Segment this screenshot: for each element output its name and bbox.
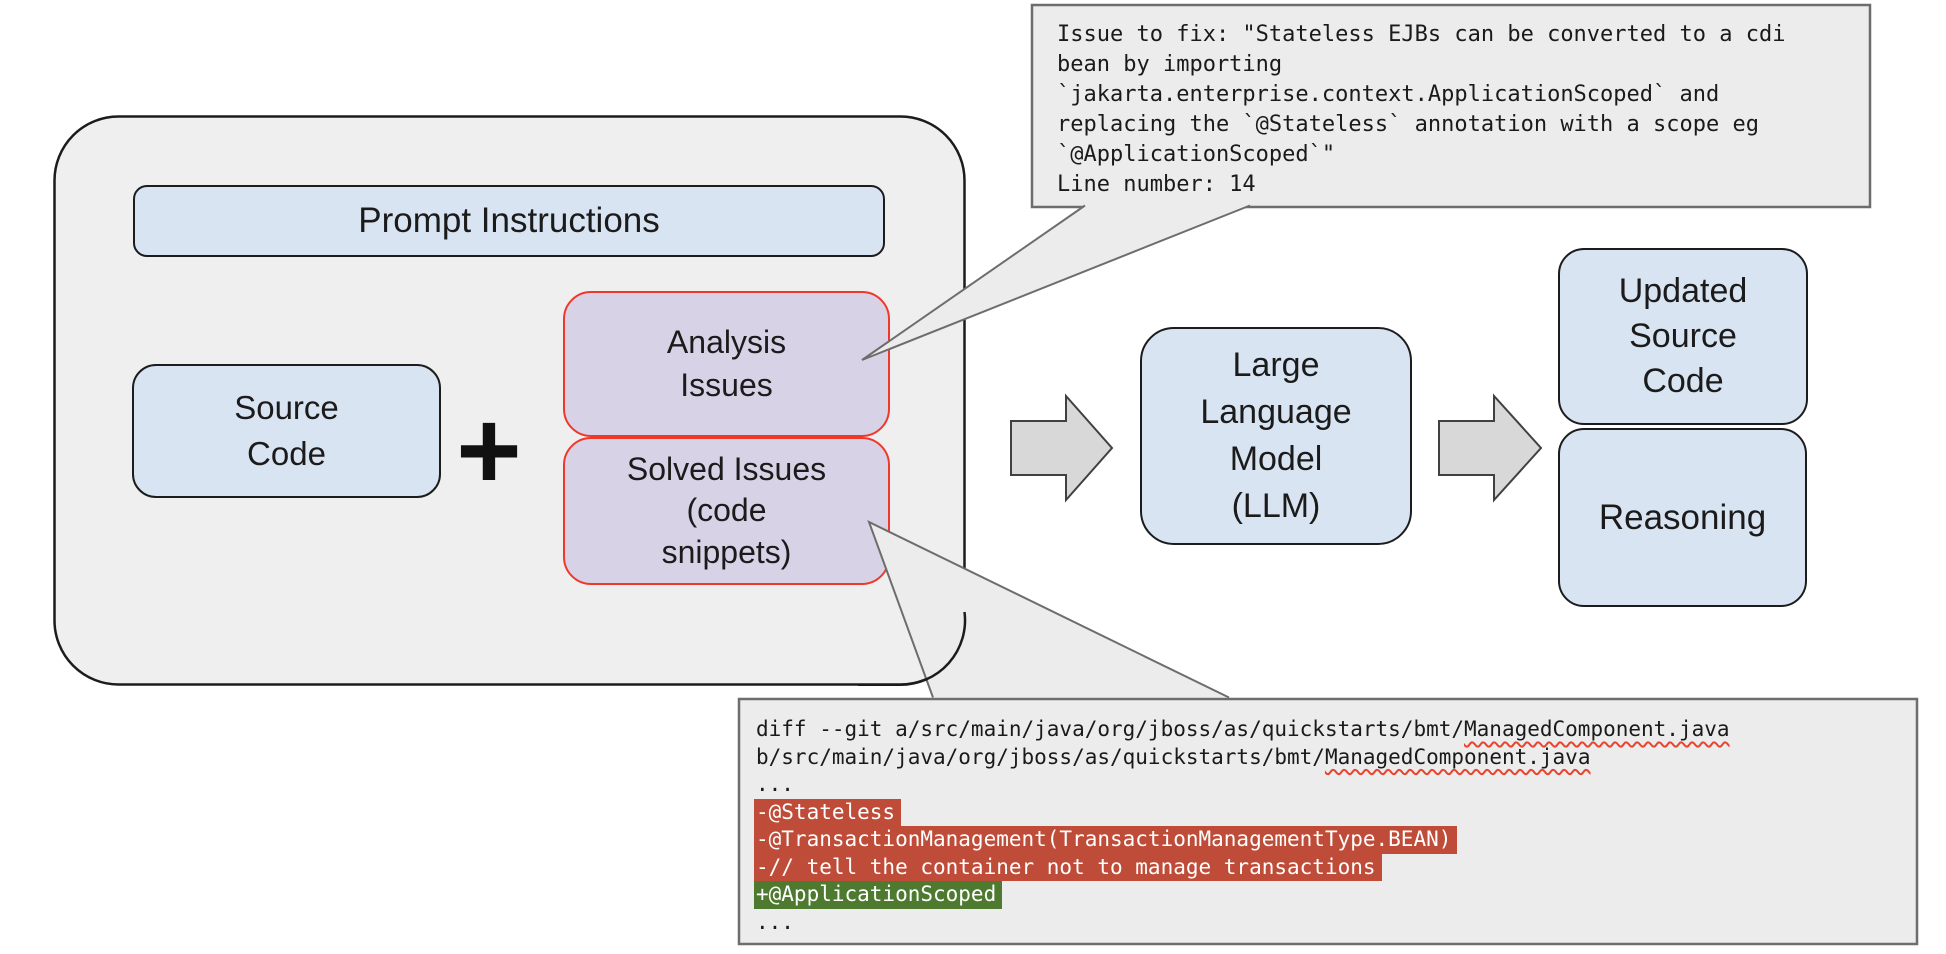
source-code-box: Source Code	[132, 364, 441, 498]
updated-source-code-box: Updated Source Code	[1558, 248, 1808, 425]
llm-box: Large Language Model (LLM)	[1140, 327, 1412, 545]
spellcheck-squiggle: ManagedComponent.java	[1324, 744, 1591, 769]
plus-sign: +	[456, 388, 522, 513]
spellcheck-squiggle: ManagedComponent.java	[1464, 717, 1730, 741]
analysis-issues-box: Analysis Issues	[563, 291, 890, 437]
diff-line: ...	[756, 909, 794, 934]
diff-line: -// tell the container not to manage tra…	[754, 853, 1730, 881]
diff-line: diff --git a/src/main/java/org/jboss/as/…	[756, 717, 1730, 741]
diff-line: -@TransactionManagement(TransactionManag…	[754, 826, 1730, 854]
solved-issues-box: Solved Issues (code snippets)	[563, 437, 890, 585]
reasoning-box: Reasoning	[1558, 428, 1807, 607]
arrow-right-icon	[1010, 393, 1114, 503]
bottom-callout-text: diff --git a/src/main/java/org/jboss/as/…	[754, 716, 1730, 936]
top-callout-box	[1030, 3, 1872, 209]
callout-line: replacing the `@Stateless` annotation wi…	[1057, 112, 1759, 137]
diff-line: -@Stateless	[754, 798, 1730, 826]
callout-line: `jakarta.enterprise.context.ApplicationS…	[1057, 82, 1720, 107]
prompt-instructions-box: Prompt Instructions	[133, 185, 885, 257]
top-callout-text: Issue to fix: "Stateless EJBs can be con…	[1057, 20, 1785, 200]
diff-line: +@ApplicationScoped	[754, 881, 1730, 909]
callout-line: Line number: 14	[1057, 172, 1256, 197]
callout-line: Issue to fix: "Stateless EJBs can be con…	[1057, 22, 1786, 47]
diff-line: b/src/main/java/org/jboss/as/quickstarts…	[756, 744, 1591, 769]
callout-line: `@ApplicationScoped`"	[1057, 142, 1336, 167]
arrow-right-icon	[1438, 393, 1543, 503]
diff-line: ...	[756, 772, 794, 796]
callout-line: bean by importing	[1057, 52, 1283, 77]
